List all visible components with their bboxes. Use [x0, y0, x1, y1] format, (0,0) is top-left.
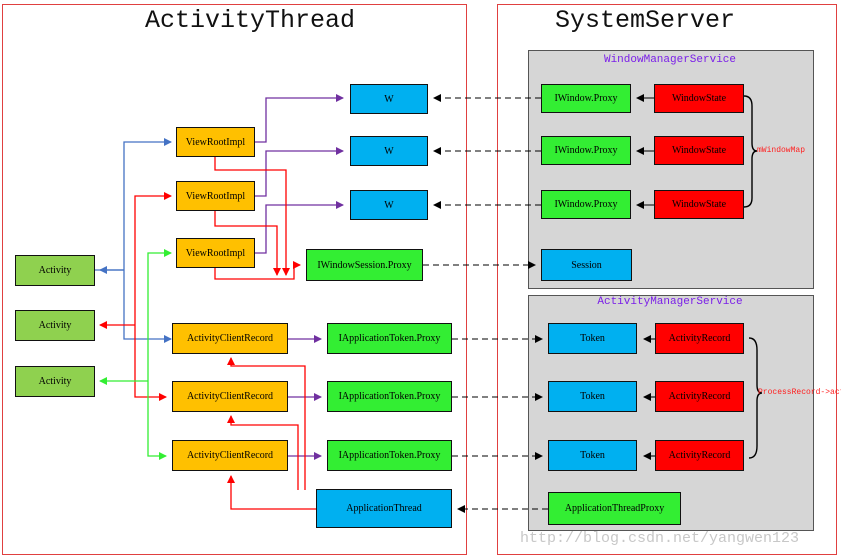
window-state-box: WindowState	[654, 84, 744, 113]
session-connector	[214, 155, 301, 280]
application-thread-box: ApplicationThread	[316, 489, 452, 528]
w-box: W	[350, 136, 428, 166]
watermark: http://blog.csdn.net/yangwen123	[520, 530, 800, 547]
system-server-title: SystemServer	[554, 6, 736, 35]
view-root-impl-box: ViewRootImpl	[176, 181, 255, 211]
application-token-proxy-box: IApplicationToken.Proxy	[327, 440, 452, 471]
token-box: Token	[548, 440, 637, 471]
activity-thread-title: ActivityThread	[144, 6, 356, 35]
application-token-proxy-box: IApplicationToken.Proxy	[327, 323, 452, 354]
w-box: W	[350, 84, 428, 114]
activity-box: Activity	[15, 255, 95, 286]
view-root-impl-box: ViewRootImpl	[176, 127, 255, 157]
activity-thread-frame	[2, 4, 467, 555]
binder-links	[423, 94, 548, 513]
application-thread-connector	[227, 357, 316, 510]
activity-record-box: ActivityRecord	[655, 381, 744, 412]
activity-record-box: ActivityRecord	[655, 323, 744, 354]
activity-client-record-box: ActivityClientRecord	[172, 440, 288, 471]
activity-box: Activity	[15, 366, 95, 397]
window-map-label: mWindowMap	[757, 146, 806, 155]
window-state-box: WindowState	[654, 190, 744, 219]
w-box: W	[350, 190, 428, 220]
green-connector	[99, 249, 172, 460]
process-record-label: ProcessRecord->acti	[758, 388, 841, 397]
window-manager-service-title: WindowManagerService	[603, 54, 737, 66]
blue-connector	[95, 138, 172, 343]
application-token-proxy-box: IApplicationToken.Proxy	[327, 381, 452, 412]
token-box: Token	[548, 381, 637, 412]
window-proxy-box: IWindow.Proxy	[541, 136, 631, 165]
activity-client-record-box: ActivityClientRecord	[172, 323, 288, 354]
token-box: Token	[548, 323, 637, 354]
system-server-frame	[497, 4, 837, 555]
session-box: Session	[541, 249, 632, 281]
window-session-proxy-box: IWindowSession.Proxy	[306, 249, 423, 281]
window-proxy-box: IWindow.Proxy	[541, 84, 631, 113]
activity-box: Activity	[15, 310, 95, 341]
activity-manager-service-title: ActivityManagerService	[597, 296, 743, 308]
state-links	[636, 94, 655, 460]
window-proxy-box: IWindow.Proxy	[541, 190, 631, 219]
activity-client-record-box: ActivityClientRecord	[172, 381, 288, 412]
purple-connector	[255, 94, 344, 460]
braces	[743, 95, 763, 459]
red-connector	[99, 192, 172, 401]
window-state-box: WindowState	[654, 136, 744, 165]
activity-record-box: ActivityRecord	[655, 440, 744, 471]
application-thread-proxy-box: ApplicationThreadProxy	[548, 492, 681, 525]
view-root-impl-box: ViewRootImpl	[176, 238, 255, 268]
